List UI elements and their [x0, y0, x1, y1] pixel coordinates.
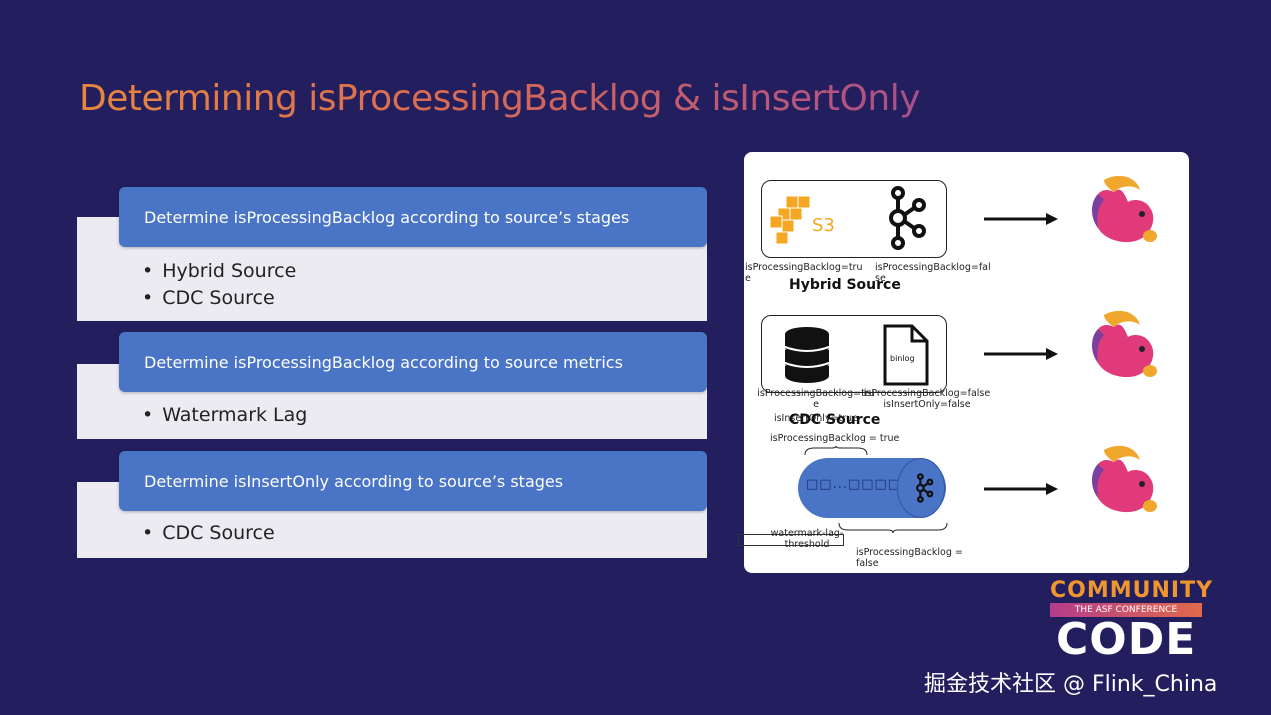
database-icon — [784, 326, 830, 384]
flink-squirrel-icon — [1084, 442, 1160, 520]
hybrid-source-caption: Hybrid Source — [789, 277, 901, 293]
aws-s3-icon: S3 — [768, 194, 836, 246]
label-line: isProcessingBacklog=false — [860, 388, 994, 399]
arrow-right-icon — [984, 482, 1060, 496]
lag-top-label: isProcessingBacklog = true — [770, 433, 899, 444]
section-header-insertonly: Determine isInsertOnly according to sour… — [119, 451, 707, 511]
community-logo-line3: CODE — [1056, 614, 1196, 665]
source-watermark: 掘金技术社区 @ Flink_China — [924, 666, 1217, 698]
section-header-metrics: Determine isProcessingBacklog according … — [119, 332, 707, 392]
threshold-label: watermark-lag- threshold — [752, 528, 862, 550]
arrow-right-icon — [984, 347, 1060, 361]
section-header-label: Determine isInsertOnly according to sour… — [144, 472, 563, 491]
svg-text:binlog: binlog — [890, 354, 915, 363]
community-logo-line1: COMMUNITY — [1050, 578, 1213, 603]
cdc-right-label: isProcessingBacklog=false isInsertOnly=f… — [860, 388, 994, 410]
bullet-item: Hybrid Source — [142, 258, 296, 285]
label-line: isProcessingBacklog = — [856, 547, 963, 558]
arrow-right-icon — [984, 212, 1060, 226]
kafka-icon — [884, 185, 928, 251]
bullet-list-metrics: Watermark Lag — [142, 402, 307, 429]
section-header-stages: Determine isProcessingBacklog according … — [119, 187, 707, 247]
bullet-item: Watermark Lag — [142, 402, 307, 429]
event-queue-text: □□...□□□□ — [806, 477, 901, 492]
section-header-label: Determine isProcessingBacklog according … — [144, 353, 623, 372]
bullet-item: CDC Source — [142, 285, 296, 312]
flink-squirrel-icon — [1084, 172, 1160, 250]
top-brace — [804, 446, 868, 456]
flink-squirrel-icon — [1084, 307, 1160, 385]
binlog-file-icon: binlog — [882, 323, 930, 387]
svg-text:S3: S3 — [812, 215, 835, 236]
label-line: isProcessingBacklog=fal — [875, 262, 991, 273]
slide-title: Determining isProcessingBacklog & isInse… — [79, 78, 920, 119]
bullet-item: CDC Source — [142, 520, 275, 547]
label-line: isInsertOnly=false — [860, 399, 994, 410]
lag-bottom-label: isProcessingBacklog = false — [856, 547, 963, 569]
cdc-source-caption: CDC Source — [789, 412, 880, 428]
section-header-label: Determine isProcessingBacklog according … — [144, 208, 629, 227]
label-line: watermark-lag- — [752, 528, 862, 539]
diagram-card: S3 isProcessingBacklog=tru e isProcessin… — [744, 152, 1189, 573]
label-line: threshold — [752, 539, 862, 550]
bullet-list-insertonly: CDC Source — [142, 520, 275, 547]
label-line: false — [856, 558, 963, 569]
bullet-list-stages: Hybrid Source CDC Source — [142, 258, 296, 312]
kafka-icon — [914, 470, 934, 506]
label-line: isProcessingBacklog=tru — [745, 262, 862, 273]
